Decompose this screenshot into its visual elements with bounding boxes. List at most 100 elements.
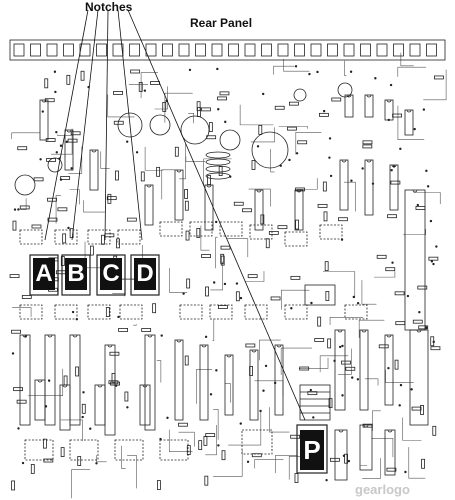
connector-pin: [13, 43, 25, 57]
socket-label-a: A: [33, 258, 55, 290]
resistor: [130, 69, 141, 74]
connector-pin: [211, 43, 223, 57]
ic-chip: [39, 99, 49, 141]
solder-pad: [75, 318, 79, 321]
resistor: [260, 214, 265, 225]
resistor-ladder: [299, 384, 331, 421]
ic-notch: [412, 189, 418, 193]
ic-notch: [416, 329, 422, 333]
copper-trace: [329, 317, 364, 325]
connector-pin: [79, 43, 91, 57]
resistor: [57, 207, 68, 212]
socket-label-d: D: [134, 258, 156, 290]
capacitor: [219, 129, 241, 151]
copper-trace: [71, 469, 91, 499]
copper-trace: [259, 339, 281, 361]
resistor: [44, 98, 55, 103]
resistor: [206, 135, 217, 140]
solder-pad: [262, 92, 265, 96]
copper-trace: [280, 347, 312, 375]
copper-trace: [20, 198, 27, 210]
solder-pad: [239, 422, 242, 425]
solder-pad: [53, 70, 57, 73]
notches-heading: Notches: [85, 0, 133, 14]
resistor: [417, 285, 428, 290]
capacitor: [117, 112, 143, 138]
solder-pad: [216, 67, 219, 71]
solder-pad: [13, 208, 17, 211]
copper-trace: [212, 318, 215, 341]
resistor: [124, 391, 129, 402]
resistor: [412, 319, 423, 324]
ic-chip: [344, 94, 354, 118]
resistor: [66, 74, 71, 85]
switch-box: [179, 304, 203, 320]
solder-pad: [425, 169, 428, 173]
solder-pad: [217, 444, 220, 447]
copper-trace: [213, 449, 243, 477]
switch-box: [117, 229, 141, 245]
solder-pad: [54, 90, 57, 94]
ic-notch: [251, 349, 257, 353]
solder-pad: [387, 366, 390, 370]
solder-pad: [309, 388, 313, 392]
ic-chip: [254, 189, 264, 231]
copper-trace: [344, 60, 347, 76]
resistor: [392, 113, 402, 118]
copper-trace: [107, 94, 135, 118]
copper-trace: [200, 225, 210, 251]
resistor: [289, 101, 299, 106]
ic-notch: [276, 344, 282, 348]
solder-pad: [17, 427, 20, 430]
resistor: [317, 203, 328, 208]
resistor: [196, 101, 201, 112]
resistor: [13, 387, 23, 392]
connector-pin: [409, 43, 421, 57]
resistor: [208, 122, 213, 132]
resistor: [421, 458, 425, 469]
ic-notch: [226, 354, 232, 358]
solder-pad: [399, 147, 402, 151]
connector-pin: [310, 43, 322, 57]
solder-pad: [71, 310, 75, 314]
resistor: [233, 201, 244, 206]
resistor: [277, 225, 288, 230]
resistor: [428, 256, 439, 261]
copper-trace: [423, 69, 447, 101]
solder-pad: [67, 226, 70, 230]
connector-pin: [46, 43, 58, 57]
ic-chip: [364, 94, 374, 118]
solder-pad: [188, 68, 192, 72]
ic-chip: [409, 329, 429, 426]
resistor: [251, 453, 262, 458]
solder-pad: [387, 118, 390, 122]
copper-trace: [100, 151, 110, 169]
resistor: [203, 435, 208, 446]
resistor: [77, 456, 82, 466]
resistor: [12, 220, 17, 231]
solder-pad: [341, 344, 344, 348]
solder-pad: [316, 70, 319, 74]
copper-trace: [362, 458, 381, 479]
ic-notch: [201, 344, 207, 348]
solder-pad: [41, 110, 44, 113]
capacitor: [47, 157, 63, 173]
ic-notch: [142, 384, 148, 388]
resistor: [111, 373, 116, 383]
copper-trace: [372, 410, 381, 431]
resistor: [108, 380, 119, 385]
resistor: [140, 171, 145, 182]
resistor: [184, 200, 189, 211]
solder-pad: [399, 383, 403, 387]
capacitor: [14, 174, 36, 196]
connector-pin: [112, 43, 124, 57]
resistor: [21, 295, 32, 299]
resistor: [174, 146, 179, 157]
copper-trace: [278, 126, 308, 129]
solder-pad: [59, 144, 63, 147]
resistor: [323, 211, 328, 222]
solder-pad: [95, 462, 98, 465]
solder-pad: [55, 130, 58, 134]
ic-chip: [359, 329, 369, 411]
resistor: [290, 434, 301, 439]
